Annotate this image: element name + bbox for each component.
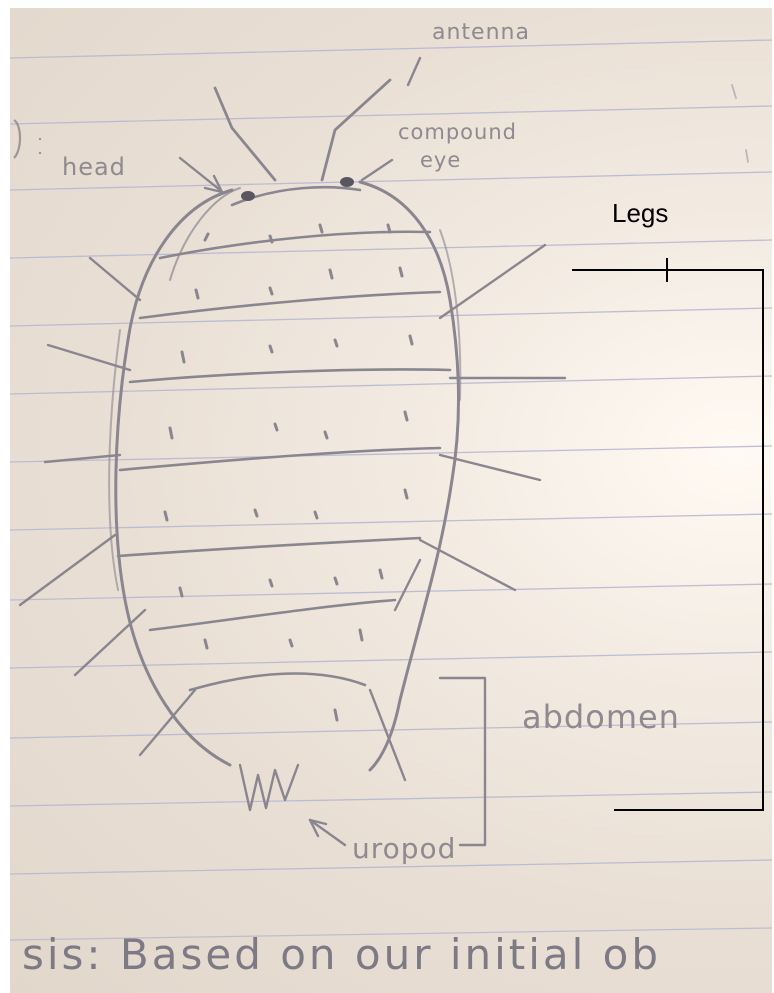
label-uropod: uropod xyxy=(352,832,456,865)
label-abdomen: abdomen xyxy=(522,698,680,736)
margin-marks xyxy=(14,120,40,158)
label-eye: eye xyxy=(420,148,461,172)
label-legs: Legs xyxy=(612,198,668,229)
bottom-hypothesis-text: sis: Based on our initial ob xyxy=(22,930,661,979)
uropods xyxy=(240,765,298,810)
label-antenna: antenna xyxy=(432,20,530,45)
label-head: head xyxy=(62,153,126,181)
isopod-legs xyxy=(20,245,565,780)
abdomen-bracket xyxy=(440,678,485,845)
body-segments xyxy=(118,187,450,690)
eye-pointer xyxy=(362,160,392,180)
isopod-body xyxy=(109,182,460,770)
antenna-pointer xyxy=(408,58,420,85)
label-compound: compound xyxy=(398,120,517,144)
antennae xyxy=(215,80,390,180)
body-markings xyxy=(165,225,412,720)
